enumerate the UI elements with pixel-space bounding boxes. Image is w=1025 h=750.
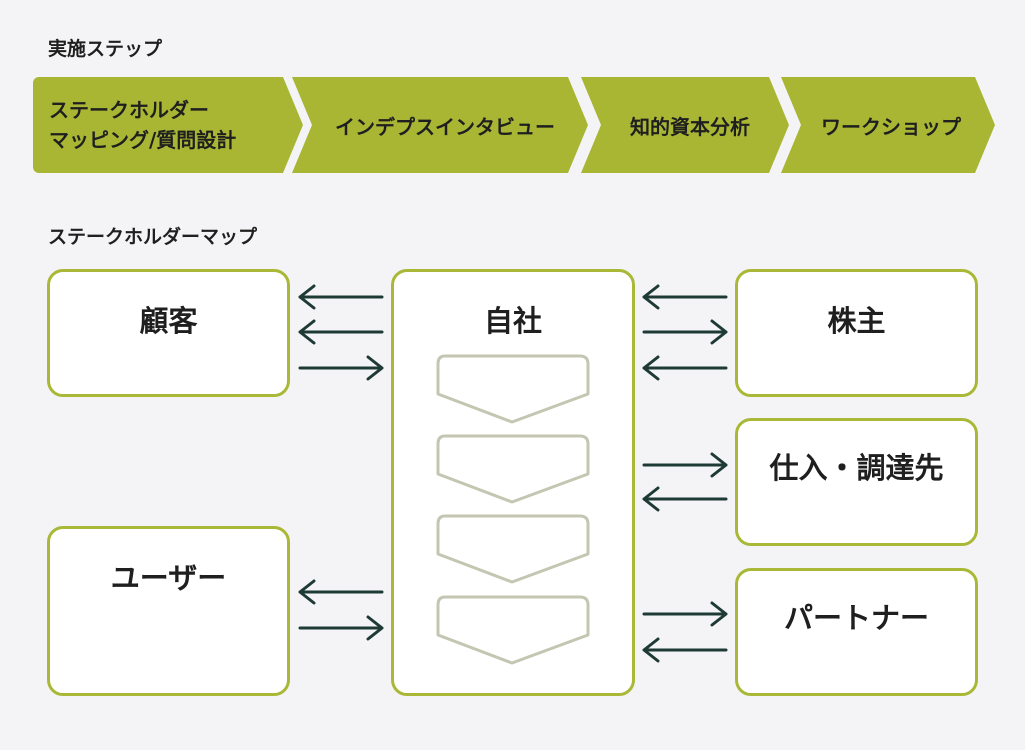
arrow-left-icon xyxy=(642,486,728,512)
value-chain-chevrons xyxy=(436,354,590,665)
arrow-left-icon xyxy=(642,284,728,310)
step-in-depth-interview: インデプスインタビュー xyxy=(292,77,588,173)
relationship-arrows xyxy=(298,284,728,663)
stakeholder-user-label: ユーザー xyxy=(110,561,227,595)
value-chain-chevron-3 xyxy=(436,514,590,584)
arrow-right-icon xyxy=(642,319,728,345)
arrow-right-icon xyxy=(642,601,728,627)
section-title-steps: 実施ステップ xyxy=(48,38,163,60)
stakeholder-customer: 顧客 xyxy=(47,269,290,397)
arrow-right-icon xyxy=(642,452,728,478)
step-1-line-2: マッピング/質問設計 xyxy=(49,128,237,152)
value-chain-chevron-1 xyxy=(436,354,590,424)
step-4-label: ワークショップ xyxy=(821,114,961,139)
step-workshop: ワークショップ xyxy=(781,77,995,173)
step-2-label: インデプスインタビュー xyxy=(335,114,555,139)
arrow-right-icon xyxy=(298,355,384,381)
stakeholder-shareholder: 株主 xyxy=(735,269,978,397)
stakeholder-supplier: 仕入・調達先 xyxy=(735,418,978,546)
step-intellectual-capital-analysis: 知的資本分析 xyxy=(581,77,789,173)
stakeholder-self: 自社 xyxy=(391,269,635,696)
arrow-left-icon xyxy=(298,319,384,345)
value-chain-chevron-4 xyxy=(436,595,590,665)
stakeholder-partner: パートナー xyxy=(735,568,978,696)
stakeholder-user: ユーザー xyxy=(47,526,290,696)
arrow-left-icon xyxy=(642,637,728,663)
arrow-left-icon xyxy=(298,284,384,310)
stakeholder-shareholder-label: 株主 xyxy=(827,304,886,338)
arrow-left-icon xyxy=(642,355,728,381)
stakeholder-self-label: 自社 xyxy=(483,304,542,338)
process-steps: ステークホルダー マッピング/質問設計 インデプスインタビュー 知的資本分析 ワ… xyxy=(0,0,1025,200)
stakeholder-partner-label: パートナー xyxy=(783,601,929,635)
arrow-right-icon xyxy=(298,615,384,641)
step-stakeholder-mapping: ステークホルダー マッピング/質問設計 xyxy=(33,77,303,173)
step-3-label: 知的資本分析 xyxy=(630,114,750,139)
stakeholder-customer-label: 顧客 xyxy=(139,304,198,338)
arrow-left-icon xyxy=(298,579,384,605)
stakeholder-supplier-label: 仕入・調達先 xyxy=(769,451,944,485)
section-title-map: ステークホルダーマップ xyxy=(48,226,258,248)
value-chain-chevron-2 xyxy=(436,434,590,504)
step-1-line-1: ステークホルダー xyxy=(49,98,209,122)
